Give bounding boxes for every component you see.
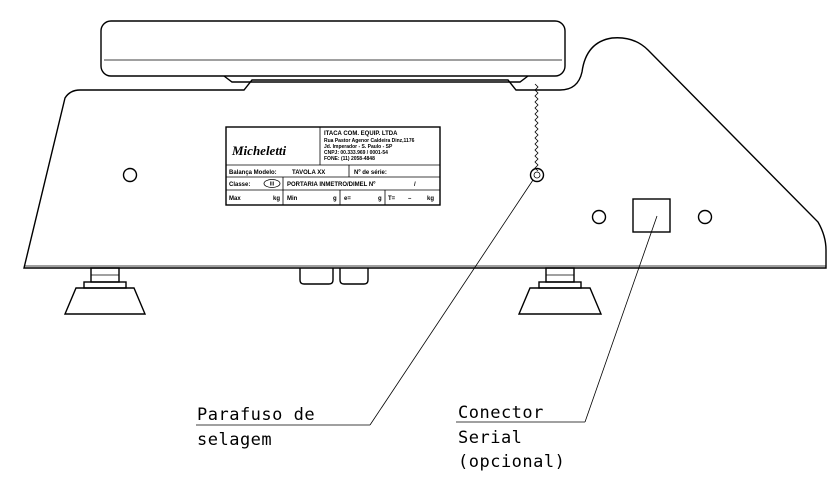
sealing-screw bbox=[529, 167, 545, 183]
connector-callout-line2: Serial bbox=[458, 428, 522, 448]
screw-callout-line1: Parafuso de bbox=[197, 405, 315, 425]
identification-plate: Micheletti ITACA COM. EQUIP. LTDA Rua Pa… bbox=[225, 126, 441, 206]
plate-max-label: Max bbox=[229, 196, 241, 202]
plate-portaria-sep: / bbox=[414, 182, 416, 188]
plate-phone: FONE: (11) 2058-4848 bbox=[324, 156, 375, 162]
plate-t-dash: – bbox=[408, 196, 412, 202]
plate-company: ITACA COM. EQUIP. LTDA bbox=[324, 131, 398, 137]
plate-e-label: e= bbox=[344, 196, 351, 202]
right-foot bbox=[517, 267, 603, 315]
connector-left-screw bbox=[591, 209, 607, 225]
left-foot bbox=[63, 267, 147, 315]
plate-portaria-label: PORTARIA INMETRO/DIMEL Nº bbox=[287, 182, 376, 188]
class-oval-icon bbox=[263, 179, 281, 188]
connector-right-screw bbox=[697, 209, 713, 225]
plate-class-label: Classe: bbox=[229, 182, 250, 188]
screw-callout: Parafuso de selagem bbox=[196, 179, 534, 450]
plate-address2: Jd. Imperador - S. Paulo - SP bbox=[324, 144, 393, 150]
sealing-wire bbox=[534, 83, 539, 172]
plate-max-unit: kg bbox=[273, 196, 280, 202]
plate-model-value: TAVOLA XX bbox=[292, 170, 325, 176]
serial-connector bbox=[632, 198, 671, 233]
plate-address1: Rua Pastor Agenor Caldeira Dinz,1176 bbox=[324, 138, 415, 144]
center-feet bbox=[299, 268, 369, 285]
plate-e-unit: g bbox=[378, 196, 382, 202]
plate-class-value: III bbox=[270, 182, 275, 188]
plate-min-label: Min bbox=[287, 196, 298, 202]
plate-t-label: T= bbox=[388, 196, 396, 202]
plate-t-unit: kg bbox=[427, 196, 434, 202]
plate-model-label: Balança Modelo: bbox=[229, 170, 277, 176]
connector-callout: Conector Serial (opcional) bbox=[456, 215, 658, 472]
brand-logo: Micheletti bbox=[231, 143, 287, 158]
plate-cnpj: CNPJ: 00.333.969 / 0001-54 bbox=[324, 150, 388, 156]
connector-callout-line3: (opcional) bbox=[458, 452, 565, 472]
screw-callout-line2: selagem bbox=[197, 430, 272, 450]
plate-min-unit: g bbox=[333, 196, 337, 202]
scale-body bbox=[23, 37, 827, 269]
plate-serial-label: Nº de série: bbox=[354, 170, 387, 176]
left-screw-hole bbox=[122, 167, 138, 183]
weighing-platter bbox=[100, 20, 566, 83]
connector-callout-line1: Conector bbox=[458, 403, 544, 423]
